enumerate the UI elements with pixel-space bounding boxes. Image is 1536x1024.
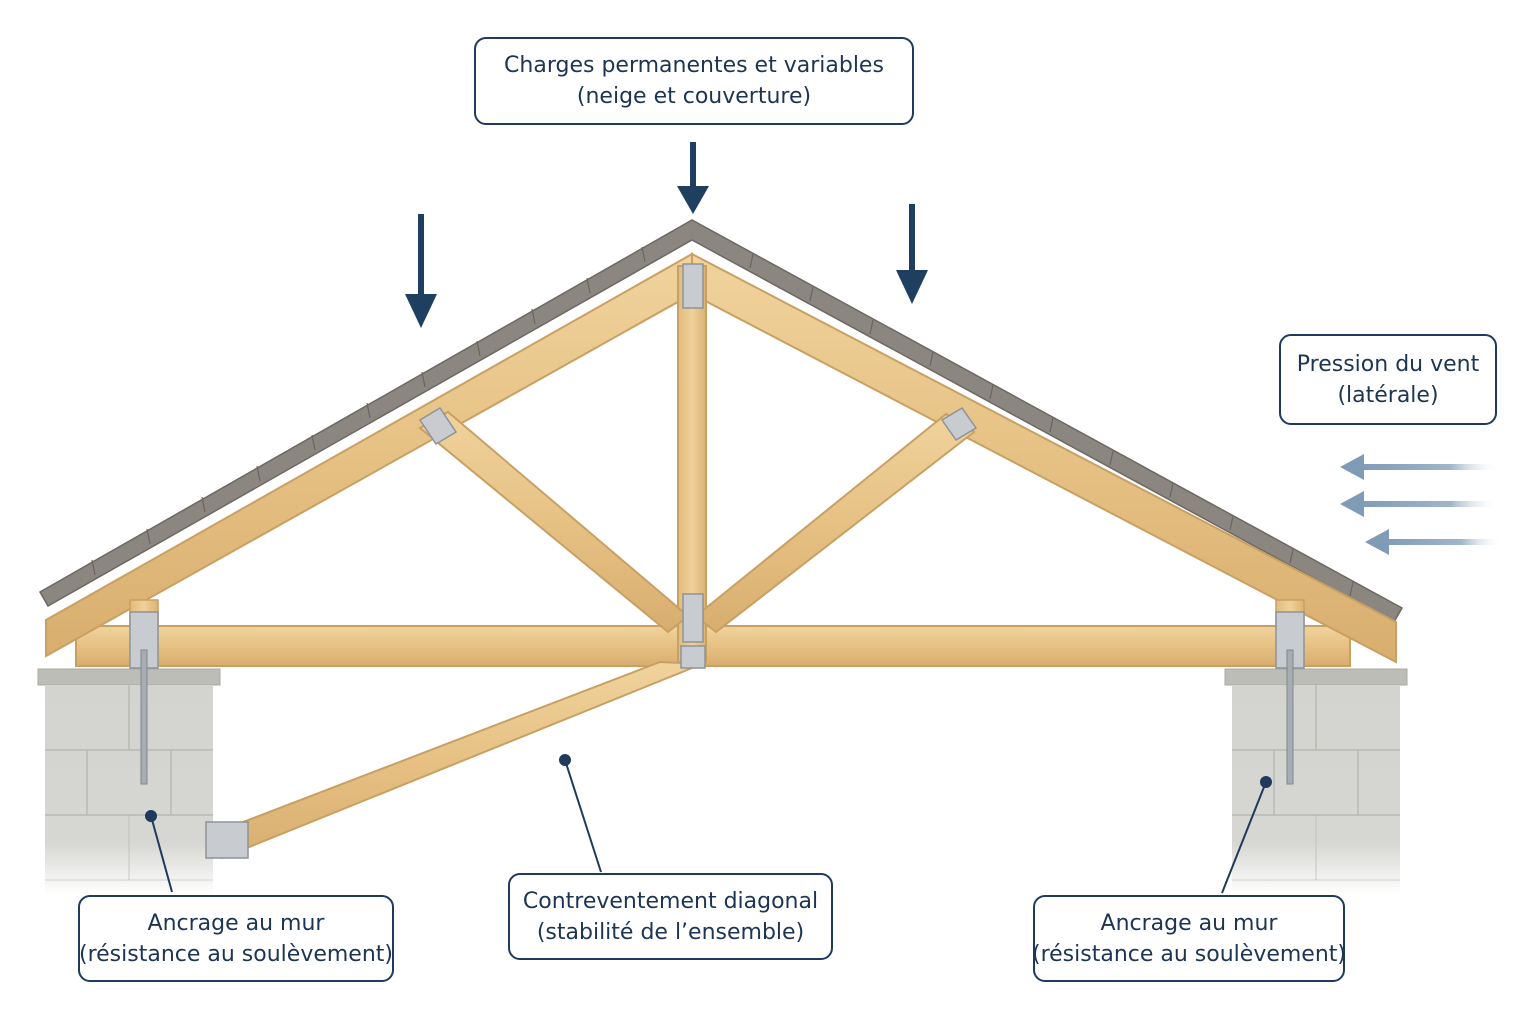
load-arrow-icon [677,142,709,214]
load-arrow-icon [896,204,928,304]
gusset-plates [418,263,978,669]
loads-callout-line2: (neige et couverture) [576,84,812,109]
bracing-callout-line1: Contreventement diagonal [522,888,819,914]
right-anchor-callout-line2: (résistance au soulèvement) [1032,941,1346,967]
wind-callout-line1: Pression du vent [1296,351,1480,377]
wind-arrows [1340,454,1503,555]
right-anchor-callout-line1: Ancrage au mur [1100,910,1278,936]
right-anchor-callout: Ancrage au mur (résistance au soulèvemen… [1032,895,1346,982]
load-arrow-icon [405,214,437,328]
right-web [694,412,976,634]
wind-arrow-icon [1340,454,1500,480]
left-top-chord [45,252,693,658]
left-anchor-callout-line1: Ancrage au mur [147,910,325,936]
left-anchor-callout-line2: (résistance au soulèvement) [79,941,393,967]
bracing-callout-line2: (stabilité de l’ensemble) [536,919,805,945]
diagonal-brace [210,660,703,860]
loads-callout-line1: Charges permanentes et variables [504,53,884,78]
left-anchor-callout: Ancrage au mur (résistance au soulèvemen… [78,895,394,982]
brace-wall-plate [205,821,249,859]
bracing-callout: Contreventement diagonal (stabilité de l… [508,873,833,960]
wind-arrow-icon [1340,491,1500,517]
wind-arrow-icon [1365,529,1503,555]
left-web [418,410,690,634]
wind-callout: Pression du vent (latérale) [1279,334,1497,425]
load-arrows [405,142,928,328]
bottom-chord [75,625,1351,667]
right-wall-anchor [1275,611,1305,785]
right-wall [1224,668,1408,895]
leader-lines [145,754,1272,894]
left-wall [37,668,221,895]
wind-callout-line2: (latérale) [1337,382,1439,408]
loads-callout: Charges permanentes et variables (neige … [474,37,914,125]
left-wall-anchor [129,611,159,785]
